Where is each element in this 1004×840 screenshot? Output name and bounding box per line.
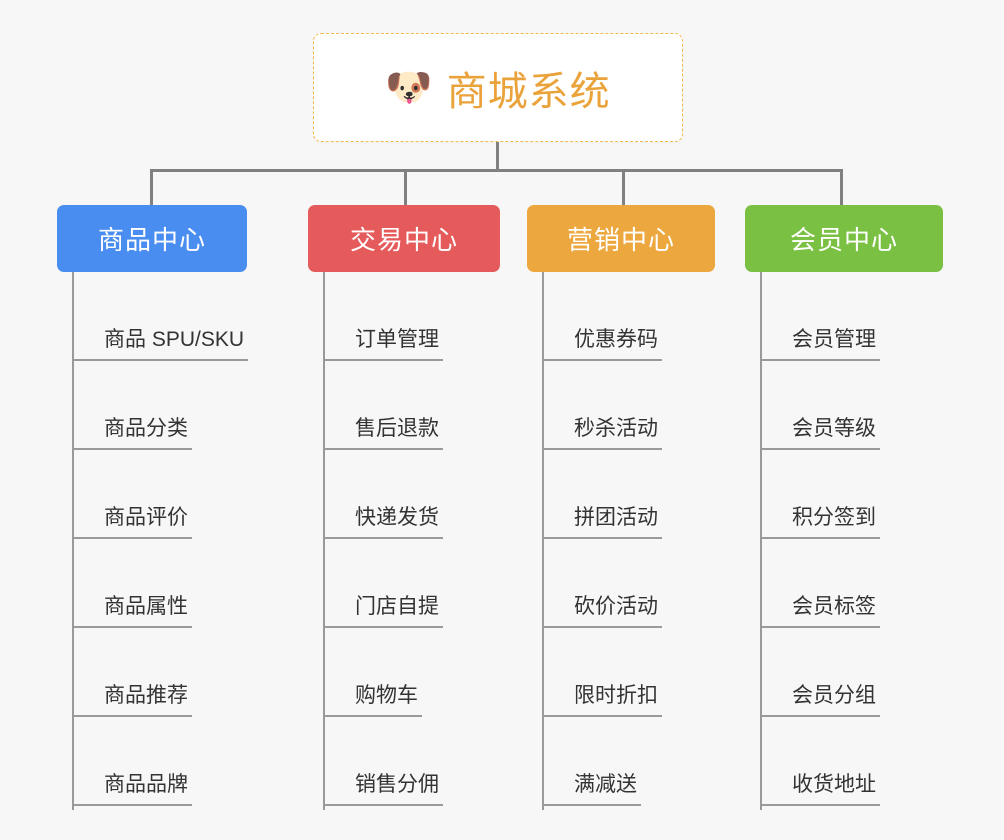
leaf-label: 售后退款 [323, 412, 443, 450]
branch-spine-member-center [760, 272, 762, 810]
category-label-product-center: 商品中心 [97, 225, 206, 255]
leaf-item[interactable]: 商品评价 [72, 450, 192, 539]
leaf-item[interactable]: 商品推荐 [72, 628, 192, 717]
leaf-label: 商品评价 [72, 501, 192, 539]
branch-spine-product-center [72, 272, 74, 810]
leaf-label: 商品推荐 [72, 679, 192, 717]
leaf-item[interactable]: 满减送 [542, 717, 641, 806]
leaf-label: 商品分类 [72, 412, 192, 450]
leaf-item[interactable]: 商品分类 [72, 361, 192, 450]
branch-spine-trade-center [323, 272, 325, 810]
leaf-label: 会员等级 [760, 412, 880, 450]
leaf-label: 砍价活动 [542, 590, 662, 628]
leaf-item[interactable]: 商品属性 [72, 539, 192, 628]
category-box-member-center[interactable]: 会员中心 [745, 205, 943, 272]
leaf-item[interactable]: 积分签到 [760, 450, 880, 539]
category-label-trade-center: 交易中心 [349, 225, 458, 255]
branch-spine-marketing-center [542, 272, 544, 810]
leaf-label: 订单管理 [323, 323, 443, 361]
leaf-label: 商品属性 [72, 590, 192, 628]
leaf-label: 快递发货 [323, 501, 443, 539]
drop-connector-marketing-center [622, 169, 625, 207]
leaf-item[interactable]: 砍价活动 [542, 539, 662, 628]
leaf-item[interactable]: 订单管理 [323, 272, 443, 361]
leaf-item[interactable]: 秒杀活动 [542, 361, 662, 450]
leaf-item[interactable]: 购物车 [323, 628, 422, 717]
leaf-label: 满减送 [542, 768, 641, 806]
leaf-item[interactable]: 会员分组 [760, 628, 880, 717]
shiba-dog-face-icon: 🐶 [385, 66, 433, 109]
leaf-label: 秒杀活动 [542, 412, 662, 450]
drop-connector-trade-center [404, 169, 407, 207]
category-label-marketing-center: 营销中心 [566, 225, 675, 255]
root-node[interactable]: 🐶 商城系统 [313, 33, 683, 142]
category-box-product-center[interactable]: 商品中心 [57, 205, 247, 272]
leaf-item[interactable]: 收货地址 [760, 717, 880, 806]
leaf-label: 门店自提 [323, 590, 443, 628]
leaf-label: 收货地址 [760, 768, 880, 806]
leaf-label: 购物车 [323, 679, 422, 717]
leaf-label: 积分签到 [760, 501, 880, 539]
leaf-label: 销售分佣 [323, 768, 443, 806]
root-title: 商城系统 [446, 69, 611, 114]
leaf-label: 商品品牌 [72, 768, 192, 806]
category-box-marketing-center[interactable]: 营销中心 [527, 205, 715, 272]
leaf-item[interactable]: 会员管理 [760, 272, 880, 361]
leaf-label: 会员管理 [760, 323, 880, 361]
drop-connector-member-center [840, 169, 843, 207]
horizontal-bus-connector [150, 169, 843, 172]
leaf-item[interactable]: 限时折扣 [542, 628, 662, 717]
leaf-label: 会员标签 [760, 590, 880, 628]
category-box-trade-center[interactable]: 交易中心 [308, 205, 500, 272]
leaf-label: 限时折扣 [542, 679, 662, 717]
leaf-item[interactable]: 快递发货 [323, 450, 443, 539]
leaf-item[interactable]: 优惠券码 [542, 272, 662, 361]
leaf-label: 优惠券码 [542, 323, 662, 361]
leaf-item[interactable]: 商品品牌 [72, 717, 192, 806]
leaf-label: 商品 SPU/SKU [72, 323, 249, 361]
leaf-item[interactable]: 会员标签 [760, 539, 880, 628]
leaf-item[interactable]: 拼团活动 [542, 450, 662, 539]
leaf-label: 拼团活动 [542, 501, 662, 539]
leaf-item[interactable]: 门店自提 [323, 539, 443, 628]
leaf-item[interactable]: 商品 SPU/SKU [72, 272, 249, 361]
drop-connector-product-center [150, 169, 153, 207]
leaf-item[interactable]: 销售分佣 [323, 717, 443, 806]
category-label-member-center: 会员中心 [789, 225, 898, 255]
leaf-item[interactable]: 会员等级 [760, 361, 880, 450]
root-stem-connector [496, 142, 499, 172]
leaf-label: 会员分组 [760, 679, 880, 717]
leaf-item[interactable]: 售后退款 [323, 361, 443, 450]
